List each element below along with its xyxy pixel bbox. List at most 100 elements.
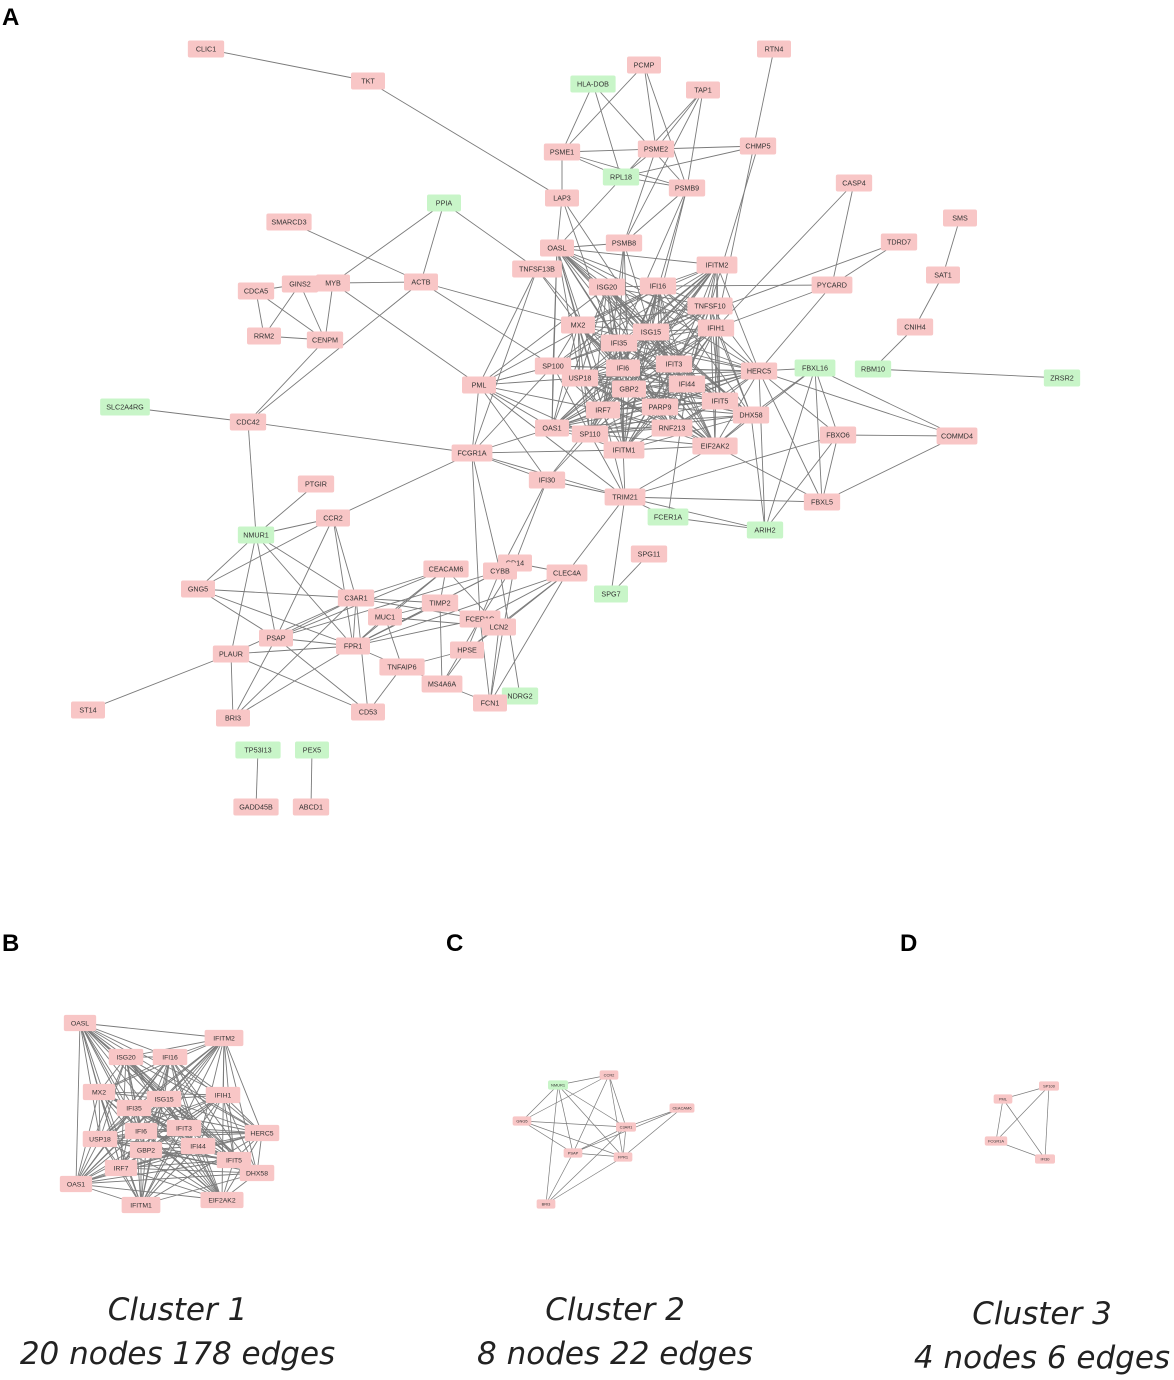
net-a-edge <box>758 370 766 531</box>
net-a-node-ifi30: IFI30 <box>528 471 566 489</box>
net-a-node-dhx58: DHX58 <box>732 406 770 424</box>
net-a-node-box <box>603 441 645 459</box>
net-b-node-oas1: OAS1 <box>59 1175 93 1193</box>
net-a-node-box <box>594 585 628 603</box>
net-b-node-label: EIF2AK2 <box>208 1197 236 1204</box>
net-a-node-box <box>627 56 661 74</box>
net-a-node-label: IFI35 <box>611 339 627 348</box>
net-b-edge <box>145 1149 258 1174</box>
net-a-edge <box>814 367 958 437</box>
net-a-node-box <box>450 641 484 659</box>
net-a-node-label: CD53 <box>359 708 377 717</box>
net-a-edge <box>577 324 581 379</box>
net-c-node-box <box>563 1148 583 1158</box>
net-a-node-label: ISG15 <box>641 328 661 337</box>
net-b-node-label: GBP2 <box>137 1147 155 1154</box>
net-a-edge <box>352 568 447 647</box>
net-a-node-gbp2: GBP2 <box>612 380 646 398</box>
net-d-node-ifi30: IFI30 <box>1035 1154 1055 1164</box>
net-a-node-box <box>427 194 461 212</box>
net-b-edge <box>75 1183 223 1201</box>
net-a-node-label: SP100 <box>542 362 564 371</box>
net-c-edge <box>545 1126 627 1205</box>
net-a-edge <box>263 283 301 337</box>
net-a-node-commd4: COMMD4 <box>936 427 978 445</box>
net-b-edge <box>140 1145 199 1206</box>
net-a-edge <box>439 602 443 685</box>
net-a-node-label: FBXO6 <box>826 431 850 440</box>
net-b-edge <box>222 1094 235 1161</box>
net-a-edge <box>247 421 473 454</box>
net-a-node-box <box>668 375 706 393</box>
net-a-node-box <box>512 260 562 278</box>
net-a-edge <box>556 247 620 344</box>
net-a-edge <box>716 264 760 372</box>
net-a-node-isg20: ISG20 <box>588 278 626 296</box>
net-b-edge <box>140 1130 263 1134</box>
net-a-node-box <box>926 266 960 284</box>
cluster-3-title: Cluster 3 <box>972 1296 1112 1332</box>
net-a-node-ccr2: CCR2 <box>316 509 350 527</box>
net-a-node-label: IFITM2 <box>706 261 729 270</box>
net-a-node-label: SLC2A4RG <box>106 403 144 412</box>
net-a-node-box <box>404 273 438 291</box>
net-a-edge <box>466 572 568 651</box>
net-a-node-box <box>637 140 675 158</box>
net-b-edge <box>79 1022 135 1109</box>
net-a-node-box <box>528 471 566 489</box>
net-a-node-box <box>794 359 836 377</box>
cluster-1-title: Cluster 1 <box>107 1292 248 1328</box>
net-a-edge <box>87 653 232 711</box>
net-a-node-box <box>229 413 267 431</box>
net-a-node-box <box>740 362 778 380</box>
net-a-edge <box>618 187 688 344</box>
net-a-node-label: CASP4 <box>842 179 866 188</box>
net-a-edge <box>623 89 704 244</box>
net-b-node-herc5: HERC5 <box>244 1124 280 1142</box>
net-a-node-box <box>746 521 784 539</box>
net-a-edge <box>205 48 369 82</box>
net-a-edge <box>624 496 823 503</box>
net-b-edge <box>79 1022 225 1039</box>
net-b-node-label: MX2 <box>92 1089 106 1096</box>
net-c-node-c3ar1: C3AR1 <box>616 1122 636 1132</box>
net-b-node-label: ISG15 <box>154 1096 174 1103</box>
net-a-edge <box>552 264 718 367</box>
net-a-node-label: PSAP <box>266 634 285 643</box>
net-b-edge <box>75 1022 81 1185</box>
net-b-node-box <box>104 1159 138 1177</box>
net-b-node-label: IFIT3 <box>176 1125 192 1132</box>
net-b-node-label: IFI35 <box>126 1105 142 1112</box>
net-a-node-label: TNFAIP6 <box>387 663 416 672</box>
net-b-node-box <box>121 1196 161 1214</box>
net-a-node-label: TRIM21 <box>612 493 638 502</box>
net-a-edge <box>758 370 823 503</box>
net-a-node-tp53i13: TP53I13 <box>235 741 281 759</box>
net-a-node-usp18: USP18 <box>561 369 599 387</box>
net-a-edge <box>622 264 718 369</box>
net-a-node-ptgir: PTGIR <box>297 475 335 493</box>
net-a-node-label: IFIT5 <box>712 397 729 406</box>
net-b-edge <box>75 1159 235 1185</box>
net-a-node-box <box>237 526 275 544</box>
net-a-node-box <box>561 369 599 387</box>
net-b-node-isg15: ISG15 <box>146 1090 182 1108</box>
net-a-node-label: LCN2 <box>490 623 508 632</box>
net-c-node-box <box>512 1116 532 1126</box>
net-a-edge <box>620 145 759 178</box>
net-a-node-pcmp: PCMP <box>627 56 661 74</box>
net-c-edge <box>545 1152 574 1205</box>
net-a-edge <box>324 282 334 341</box>
net-b-edge <box>99 1094 224 1140</box>
net-b-node-label: DHX58 <box>246 1170 268 1177</box>
net-a-edge <box>514 479 548 564</box>
net-a-edge <box>478 285 659 386</box>
net-b-edge <box>75 1056 127 1185</box>
net-a-node-tap1: TAP1 <box>686 81 720 99</box>
net-a-node-label: ABCD1 <box>299 803 323 812</box>
net-a-node-box <box>668 179 706 197</box>
net-a-node-box <box>811 276 853 294</box>
net-a-node-label: RPL18 <box>610 173 632 182</box>
net-b-node-box <box>166 1119 202 1137</box>
